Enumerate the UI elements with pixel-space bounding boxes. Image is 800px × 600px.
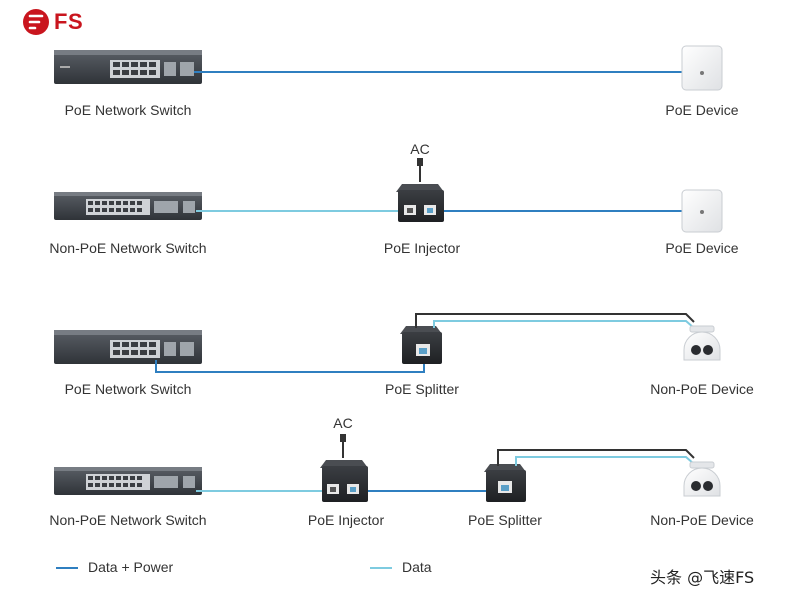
- row3-right-label: Non-PoE Device: [650, 381, 754, 397]
- row2-ac-label: AC: [410, 141, 430, 157]
- switch-non-poe-row2: [54, 192, 202, 220]
- poe-injector-icon-row2: [396, 184, 444, 222]
- row2-middle-label: PoE Injector: [383, 240, 461, 256]
- access-point-icon-row1: [681, 45, 723, 91]
- cable-power-row4: [497, 449, 695, 466]
- row4-splitter-label: PoE Splitter: [468, 512, 542, 528]
- camera-icon-row3: [683, 325, 721, 361]
- legend-data-power-label: Data + Power: [88, 559, 174, 575]
- brand-logo-text: FS: [54, 9, 84, 34]
- legend-data-label: Data: [402, 559, 432, 575]
- poe-splitter-icon-row4: [484, 464, 526, 502]
- switch-non-poe-row4: [54, 467, 202, 495]
- poe-splitter-icon-row3: [400, 326, 442, 364]
- row3-middle-label: PoE Splitter: [385, 381, 459, 397]
- switch-poe-row1: [54, 50, 202, 84]
- switch-poe-row3: [54, 330, 202, 364]
- row4-right-label: Non-PoE Device: [650, 512, 754, 528]
- ac-plug-icon-row4: [340, 434, 346, 442]
- row2-left-label: Non-PoE Network Switch: [49, 240, 207, 256]
- row4-ac-label: AC: [333, 415, 353, 431]
- fs-logo-icon: [23, 9, 49, 35]
- cable-data-power-row4: [368, 486, 505, 492]
- row3-left-label: PoE Network Switch: [64, 381, 192, 397]
- row1-left-label: PoE Network Switch: [64, 102, 192, 118]
- access-point-icon-row2: [681, 189, 723, 233]
- row1-right-label: PoE Device: [665, 102, 739, 118]
- camera-icon-row4: [683, 461, 721, 497]
- row4-injector-label: PoE Injector: [307, 512, 385, 528]
- ac-plug-icon-row2: [417, 158, 423, 166]
- row2-right-label: PoE Device: [665, 240, 739, 256]
- cable-data-row3: [433, 320, 695, 329]
- poe-injector-icon-row4: [320, 460, 368, 502]
- watermark-text: 头条 @飞速FS: [650, 568, 755, 587]
- cable-power-row3: [415, 313, 695, 328]
- cable-data-row4b: [515, 456, 695, 466]
- row4-left-label: Non-PoE Network Switch: [49, 512, 207, 528]
